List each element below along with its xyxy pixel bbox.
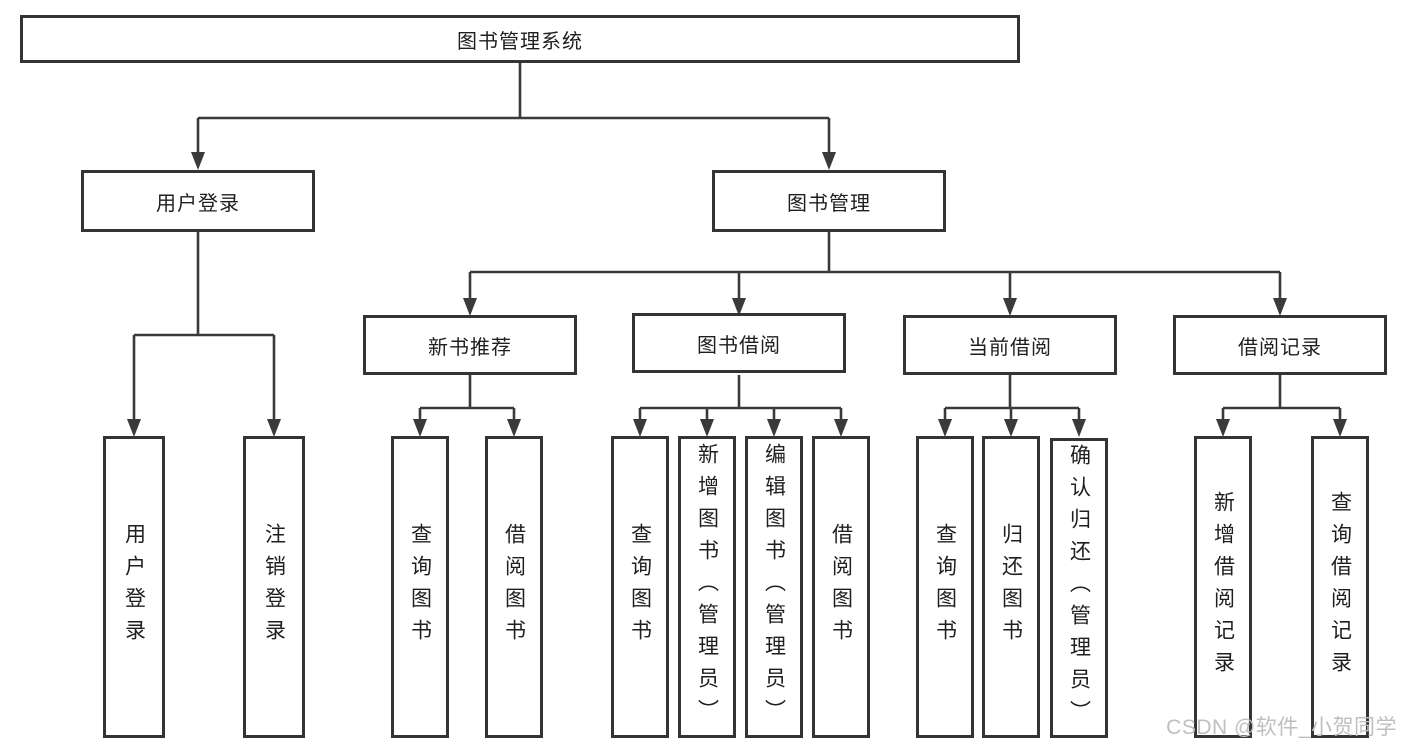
leaf-records-add-record: 新增借阅记录 bbox=[1194, 436, 1252, 738]
leaf-current-confirm-return-admin: 确认归还（管理员） bbox=[1050, 438, 1108, 738]
leaf-records-query-record: 查询借阅记录 bbox=[1311, 436, 1369, 738]
node-label: 图书借阅 bbox=[697, 334, 781, 357]
node-label: 编辑图书（管理员） bbox=[762, 443, 786, 731]
node-root-library-system: 图书管理系统 bbox=[20, 15, 1020, 63]
leaf-user-login: 用户登录 bbox=[103, 436, 165, 738]
leaf-logout: 注销登录 bbox=[243, 436, 305, 738]
node-label: 归还图书 bbox=[999, 523, 1023, 651]
leaf-borrowing-borrow-books: 借阅图书 bbox=[812, 436, 870, 738]
node-label: 新增图书（管理员） bbox=[695, 443, 719, 731]
leaf-current-query-books: 查询图书 bbox=[916, 436, 974, 738]
leaf-borrowing-edit-books-admin: 编辑图书（管理员） bbox=[745, 436, 803, 738]
node-new-book-recommend: 新书推荐 bbox=[363, 315, 577, 375]
leaf-recommend-query-books: 查询图书 bbox=[391, 436, 449, 738]
node-label: 借阅图书 bbox=[502, 523, 526, 651]
node-label: 注销登录 bbox=[262, 523, 286, 651]
node-label: 查询借阅记录 bbox=[1328, 491, 1352, 683]
leaf-borrowing-add-books-admin: 新增图书（管理员） bbox=[678, 436, 736, 738]
node-label: 用户登录 bbox=[122, 523, 146, 651]
node-label: 图书管理 bbox=[787, 192, 871, 215]
node-label: 图书管理系统 bbox=[457, 30, 583, 53]
node-book-borrowing: 图书借阅 bbox=[632, 313, 846, 373]
node-label: 新书推荐 bbox=[428, 336, 512, 359]
node-label: 新增借阅记录 bbox=[1211, 491, 1235, 683]
node-label: 查询图书 bbox=[933, 523, 957, 651]
node-label: 借阅记录 bbox=[1238, 336, 1322, 359]
node-user-login: 用户登录 bbox=[81, 170, 315, 232]
node-current-borrowing: 当前借阅 bbox=[903, 315, 1117, 375]
leaf-borrowing-query-books: 查询图书 bbox=[611, 436, 669, 738]
node-label: 查询图书 bbox=[408, 523, 432, 651]
node-book-management: 图书管理 bbox=[712, 170, 946, 232]
leaf-recommend-borrow-books: 借阅图书 bbox=[485, 436, 543, 738]
node-label: 借阅图书 bbox=[829, 523, 853, 651]
node-label: 查询图书 bbox=[628, 523, 652, 651]
csdn-watermark: CSDN @软件_小贺同学 bbox=[1166, 716, 1397, 739]
node-label: 用户登录 bbox=[156, 192, 240, 215]
arrowheads bbox=[127, 152, 1347, 437]
node-borrow-records: 借阅记录 bbox=[1173, 315, 1387, 375]
node-label: 确认归还（管理员） bbox=[1067, 444, 1091, 732]
node-label: 当前借阅 bbox=[968, 336, 1052, 359]
leaf-current-return-books: 归还图书 bbox=[982, 436, 1040, 738]
